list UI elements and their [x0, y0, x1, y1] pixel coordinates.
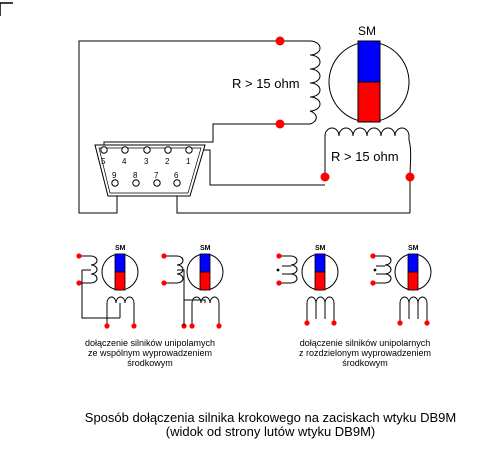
pin-label-3: 3 [144, 157, 149, 166]
db9-connector: 5 4 3 2 1 9 8 7 6 [94, 144, 206, 197]
pin-6 [173, 179, 181, 187]
coil-a-terminal-top [275, 36, 285, 46]
caption-separate-line-1: dołączenie silników unipolarnych [299, 338, 431, 348]
coil-b-terminal-right [405, 172, 415, 182]
pin-3 [143, 146, 151, 154]
caption-separate-line-3: środkowym [342, 358, 388, 368]
caption-common-line-3: środkowym [127, 358, 173, 368]
diagram-title: Sposób dołączenia silnika krokowego na z… [0, 411, 497, 439]
mini-diagram-common-1 [76, 253, 139, 329]
caption-common-center: dołączenie silników unipolamych ze wspól… [40, 338, 260, 368]
pin-label-1: 1 [186, 157, 191, 166]
mini-diagram-common-2 [161, 253, 224, 329]
pin-1 [185, 146, 193, 154]
coil-a-terminal-bottom [275, 119, 285, 129]
pin-4 [121, 146, 129, 154]
caption-separate-center: dołączenie silników unipolarnych z rozdz… [250, 338, 480, 368]
main-motor-north-pole [357, 40, 381, 83]
pin-9 [111, 179, 119, 187]
pin-label-9: 9 [112, 171, 117, 180]
pin-label-5: 5 [101, 157, 106, 166]
coil-b-terminal-left [320, 172, 330, 182]
pin-7 [153, 179, 161, 187]
pin-2 [164, 146, 172, 154]
mini-diagram-separate-1 [276, 253, 339, 326]
pin-label-6: 6 [174, 171, 179, 180]
caption-separate-line-2: z rozdzielonym wyprowadzeniem [298, 348, 432, 358]
caption-common-line-1: dołączenie silników unipolamych [84, 338, 216, 348]
pin-label-8: 8 [133, 171, 138, 180]
pin-5 [100, 146, 108, 154]
mini-diagram-separate-2 [370, 253, 432, 326]
diagram-title-line-1: Sposób dołączenia silnika krokowego na z… [84, 410, 457, 425]
mini-motor-label-4: SM [408, 245, 419, 252]
main-motor-south-pole [357, 81, 381, 123]
main-motor [328, 40, 410, 123]
main-motor-label: SM [358, 24, 376, 38]
coil-a [280, 40, 321, 125]
corner-mark [0, 2, 13, 16]
mini-motor-label-2: SM [200, 245, 211, 252]
pin-label-7: 7 [154, 171, 159, 180]
pin-label-2: 2 [165, 157, 170, 166]
diagram-title-line-2: (widok od strony lutów wtyku DB9M) [165, 424, 376, 439]
pin-8 [132, 179, 140, 187]
mini-motor-label-1: SM [115, 245, 126, 252]
mini-motor-label-3: SM [315, 245, 326, 252]
caption-common-line-2: ze wspólnym wyprowadzeniem [87, 348, 213, 358]
coil-b-resistance-label: R > 15 ohm [331, 149, 399, 164]
pin-label-4: 4 [122, 157, 127, 166]
coil-a-resistance-label: R > 15 ohm [232, 76, 300, 91]
